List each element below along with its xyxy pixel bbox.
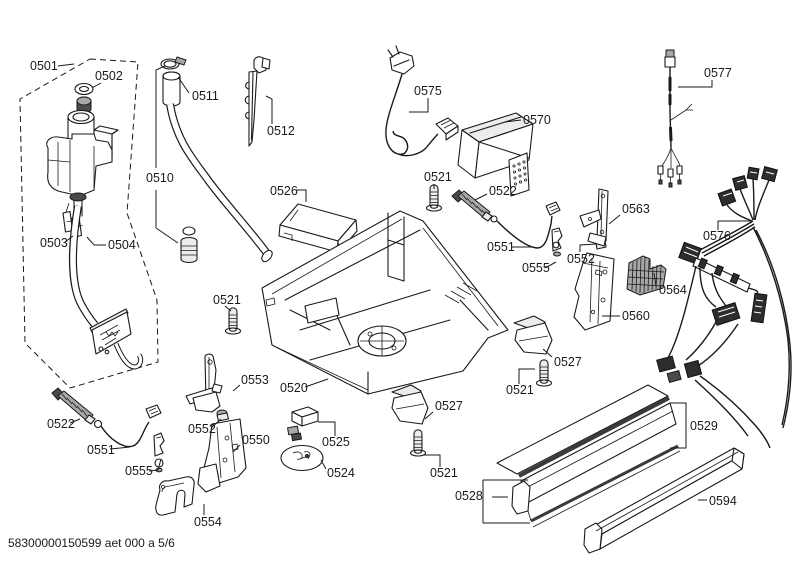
part-0528-kick-panel [497, 385, 680, 527]
part-0553-hinge [186, 354, 222, 412]
part-0501-aquastop-assembly [47, 84, 141, 368]
leader-line-0504-3 [87, 237, 106, 245]
leader-line-0527-22 [425, 412, 433, 419]
part-label-0512-6: 0512 [267, 124, 295, 138]
leader-line-0527-20 [543, 349, 552, 357]
part-label-0594-26: 0594 [709, 494, 737, 508]
part-label-0554-34: 0554 [194, 515, 222, 529]
part-0512-hose-holder [245, 57, 270, 146]
part-label-0511-5: 0511 [192, 89, 219, 103]
part-label-0521-21: 0521 [506, 383, 534, 397]
part-label-0563-16: 0563 [622, 202, 650, 216]
leader-line-0552-29 [211, 419, 221, 428]
leader-line-0521-21 [519, 369, 535, 384]
part-label-0501-0: 0501 [30, 59, 58, 73]
part-label-0555-33: 0555 [125, 464, 153, 478]
part-label-0552-15: 0552 [567, 252, 595, 266]
leader-line-0510-4 [156, 228, 178, 243]
leader-line-0552-15 [580, 244, 596, 252]
part-label-0524-35: 0524 [327, 466, 355, 480]
part-0522-damper-strip-lower [52, 388, 95, 424]
part-label-0577-9: 0577 [704, 66, 732, 80]
leader-line-0511-5 [178, 77, 189, 93]
leader-line-0555-33 [149, 459, 161, 471]
part-label-0570-8: 0570 [523, 113, 551, 127]
leader-line-0570-8 [505, 120, 521, 122]
part-label-0522-12: 0522 [489, 184, 517, 198]
leader-line-0526-10 [296, 190, 306, 202]
leader-line-0553-27 [233, 385, 240, 391]
part-0520-base-assembly [262, 211, 508, 394]
leader-line-0522-12 [475, 194, 487, 200]
part-0510-hose [161, 57, 274, 264]
part-0575-power-cord [386, 46, 458, 156]
leader-line-0551-32 [110, 447, 130, 449]
leader-line-0576-19 [718, 221, 752, 230]
part-0551-cable-upper [491, 202, 560, 248]
part-label-0555-14: 0555 [522, 261, 550, 275]
leader-line-0563-16 [609, 215, 620, 224]
leader-line-0529-24 [670, 403, 686, 448]
part-label-0526-10: 0526 [270, 184, 298, 198]
leader-line-0510-4 [156, 66, 165, 70]
leader-line-0512-6 [266, 96, 272, 124]
part-0527-foot-left [392, 385, 428, 424]
part-label-0502-1: 0502 [95, 69, 123, 83]
part-label-0529-24: 0529 [690, 419, 718, 433]
leader-line-0555-14 [545, 262, 556, 268]
part-0552-clip-lower [217, 410, 229, 421]
drawing-number: 58300000150599 aet 000 a 5/6 [8, 536, 175, 550]
leader-line-0550-30 [233, 445, 240, 452]
leader-line-0522-31 [70, 419, 80, 423]
part-0550-bracket [198, 419, 246, 492]
leader-line-0525-36 [318, 422, 335, 436]
part-label-0576-19: 0576 [703, 229, 731, 243]
leader-line-0524-35 [321, 460, 326, 469]
part-label-0527-22: 0527 [435, 399, 463, 413]
part-label-0552-29: 0552 [188, 422, 216, 436]
part-label-0520-28: 0520 [280, 381, 308, 395]
part-label-0551-32: 0551 [87, 443, 115, 457]
part-0576-wiring-harness [657, 167, 791, 448]
part-label-0575-7: 0575 [414, 84, 442, 98]
part-0522-damper-strip-upper [452, 190, 492, 221]
leader-line-0503-2 [65, 236, 73, 242]
part-label-0564-17: 0564 [659, 283, 687, 297]
part-0563-hinge-lever [580, 189, 608, 246]
part-0527-foot-right [514, 316, 552, 354]
part-0577-sensor-wire [658, 50, 693, 187]
part-0555-latch-upper [552, 228, 562, 256]
leader-line-0564-17 [654, 273, 656, 286]
part-label-0504-3: 0504 [108, 238, 136, 252]
part-label-0521-11: 0521 [424, 170, 452, 184]
labels-layer: 0501 0502 0503 0504 0510 0511 0512 0575 0570 0577… [30, 59, 752, 529]
part-0524-cover-disc [281, 446, 323, 471]
part-0551-cable-lower [95, 405, 162, 447]
part-label-0528-25: 0528 [455, 489, 483, 503]
part-label-0527-20: 0527 [554, 355, 582, 369]
part-0525-microswitch [288, 407, 318, 441]
part-label-0521-37: 0521 [213, 293, 241, 307]
part-label-0510-4: 0510 [146, 171, 174, 185]
aquastop-dashed-outline [20, 59, 158, 388]
part-label-0560-18: 0560 [622, 309, 650, 323]
part-label-0550-30: 0550 [242, 433, 270, 447]
part-0560-mounting-bracket [574, 253, 614, 330]
part-label-0503-2: 0503 [40, 236, 68, 250]
leader-line-0521-23 [424, 455, 440, 467]
leader-line-0575-7 [409, 98, 428, 112]
leader-line-0521-37 [225, 306, 231, 311]
part-label-0522-31: 0522 [47, 417, 75, 431]
part-0594-bottom-channel [584, 448, 744, 553]
part-label-0551-13: 0551 [487, 240, 515, 254]
leader-line-0502-1 [92, 83, 101, 88]
part-label-0525-36: 0525 [322, 435, 350, 449]
part-label-0521-23: 0521 [430, 466, 458, 480]
leader-line-0501-0 [58, 64, 74, 66]
leader-line-0577-9 [678, 80, 712, 87]
leader-line-0520-28 [305, 379, 328, 387]
part-0554-bracket [156, 477, 194, 515]
part-label-0553-27: 0553 [241, 373, 269, 387]
